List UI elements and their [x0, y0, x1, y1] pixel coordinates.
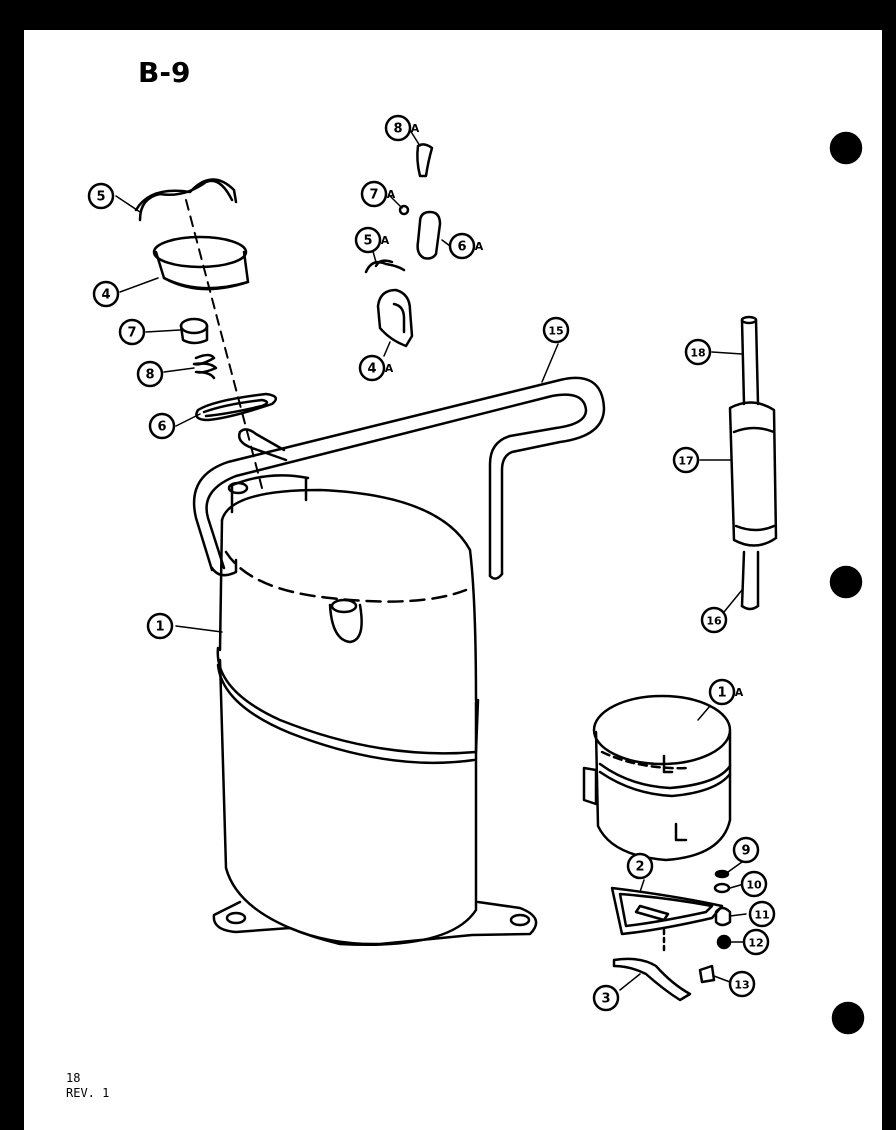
- callout-number: 13: [734, 979, 749, 992]
- callout-12: 12: [742, 928, 770, 956]
- callout-number: 8: [145, 368, 154, 383]
- callout-number: 12: [748, 937, 763, 950]
- callout-suffix: A: [385, 362, 394, 375]
- callout-4: 4: [92, 280, 120, 308]
- gasket-6a: [416, 210, 442, 260]
- callout-number: 7: [369, 188, 378, 203]
- callout-number: 17: [678, 455, 693, 468]
- grommet-11: [714, 906, 732, 927]
- callout-number: 1: [155, 620, 164, 635]
- gasket: [195, 392, 278, 422]
- callout-number: 8: [393, 122, 402, 137]
- parts-diagram-page: [24, 30, 882, 1130]
- callout-number: 7: [127, 326, 136, 341]
- callout-number: 10: [746, 879, 762, 892]
- compressor: [212, 474, 538, 947]
- callout-number: 3: [601, 992, 610, 1007]
- compressor-1a: [582, 694, 732, 862]
- washer-10: [713, 882, 731, 894]
- plug: [179, 317, 209, 345]
- accumulator: [728, 315, 778, 611]
- spring: [192, 353, 218, 380]
- callout-8: 8: [136, 360, 164, 388]
- center-line: [185, 199, 263, 489]
- callout-11: 11: [748, 900, 776, 928]
- binder-hole: [829, 131, 863, 165]
- callout-suffix: A: [475, 240, 484, 253]
- callout-suffix: A: [387, 188, 396, 201]
- callout-number: 5: [96, 190, 105, 205]
- callout-suffix: A: [381, 234, 390, 247]
- screw-7a: [398, 204, 410, 216]
- bracket-8a: [416, 143, 434, 178]
- discharge-tube: [192, 376, 606, 580]
- nut-12: [716, 934, 732, 950]
- callout-9: 9: [732, 836, 760, 864]
- callout-number: 4: [367, 362, 376, 377]
- binder-hole: [829, 565, 863, 599]
- callout-number: 6: [457, 240, 466, 255]
- callout-number: 15: [548, 325, 563, 338]
- callout-number: 16: [706, 615, 722, 628]
- callout-3: 3: [592, 984, 620, 1012]
- base-plate: [610, 886, 724, 952]
- strap: [612, 957, 692, 1002]
- callout-number: 2: [635, 860, 644, 875]
- bolt-13: [698, 964, 716, 984]
- page-title: B-9: [138, 56, 191, 89]
- callout-13: 13: [728, 970, 756, 998]
- callout-15: 15: [542, 316, 570, 344]
- callout-number: 18: [690, 347, 705, 360]
- callout-1: 1: [146, 612, 174, 640]
- revision-label: REV. 1: [66, 1086, 110, 1100]
- callout-2: 2: [626, 852, 654, 880]
- clip-5a: [364, 259, 406, 274]
- clip: [134, 178, 238, 222]
- washer-9: [714, 869, 730, 879]
- callout-10: 10: [740, 870, 768, 898]
- callout-number: 5: [363, 234, 372, 249]
- callout-18: 18: [684, 338, 712, 366]
- callout-suffix: A: [735, 686, 744, 699]
- callout-suffix: A: [411, 122, 420, 135]
- cover-4a: [376, 288, 414, 348]
- callout-number: 1: [717, 686, 726, 701]
- terminal-cover: [152, 235, 250, 291]
- callout-6: 6: [148, 412, 176, 440]
- callout-5: 5: [87, 182, 115, 210]
- callout-number: 11: [754, 909, 769, 922]
- callout-number: 4: [101, 288, 110, 303]
- binder-hole: [831, 1001, 865, 1035]
- callout-7: 7: [118, 318, 146, 346]
- page-number: 18: [66, 1071, 81, 1085]
- callout-number: 9: [741, 844, 750, 859]
- callout-number: 6: [157, 420, 166, 435]
- callout-17: 17: [672, 446, 700, 474]
- leader-lines: [115, 129, 747, 991]
- callout-16: 16: [700, 606, 728, 634]
